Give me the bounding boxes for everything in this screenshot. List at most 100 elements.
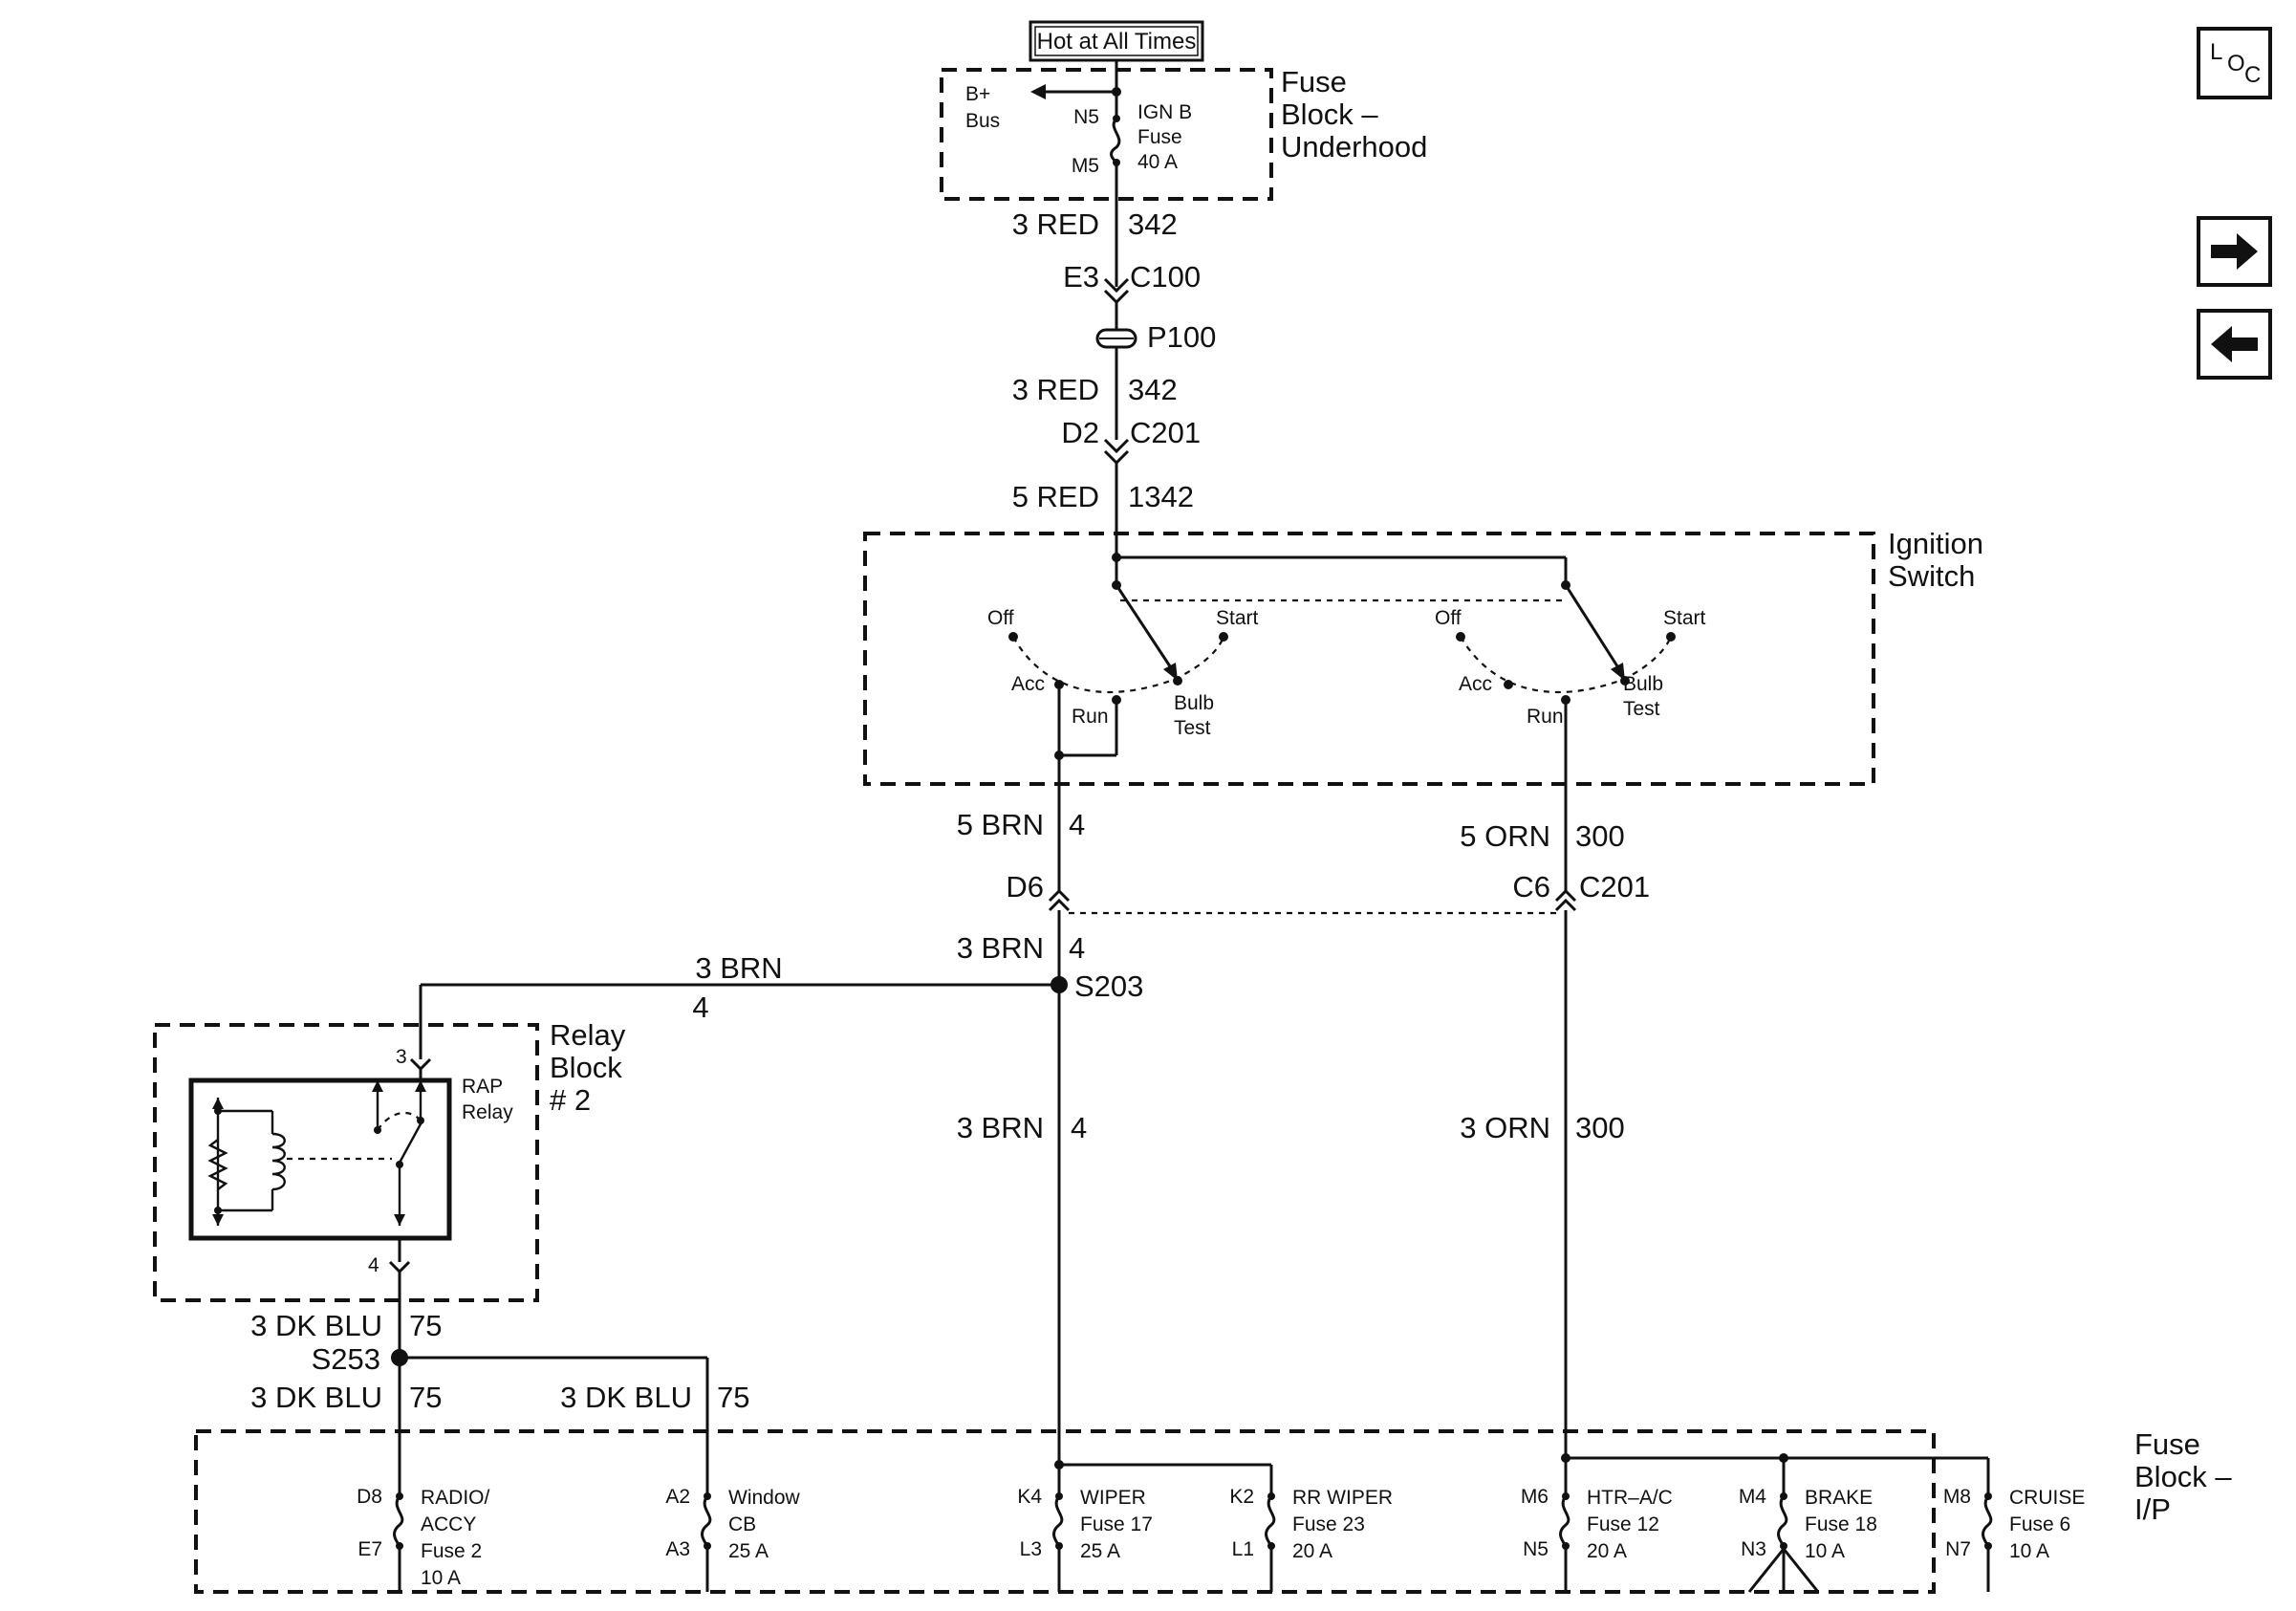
bplus-arrow-icon	[1030, 84, 1046, 99]
fuse-label-line: RR WIPER	[1292, 1487, 1393, 1509]
svg-text:75: 75	[409, 1309, 442, 1342]
svg-text:5 RED: 5 RED	[1012, 480, 1099, 513]
fuse-pin-in: M8	[1943, 1486, 1971, 1508]
fuse-label-line: ACCY	[421, 1513, 476, 1535]
svg-text:C: C	[2244, 62, 2261, 88]
svg-text:E3: E3	[1063, 260, 1099, 294]
svg-text:Off: Off	[987, 607, 1014, 629]
fuse-label-line: 25 A	[1080, 1540, 1120, 1562]
svg-text:75: 75	[717, 1381, 749, 1414]
svg-text:Test: Test	[1174, 717, 1211, 739]
fuse-symbol-icon	[701, 1495, 712, 1547]
svg-text:Off: Off	[1435, 607, 1462, 629]
fuse-pin-out: L3	[1020, 1538, 1042, 1560]
prev-page-button[interactable]	[2197, 309, 2272, 380]
fuse-label-line: Window	[728, 1487, 801, 1509]
svg-text:Relay: Relay	[462, 1101, 513, 1123]
arrow-right-icon	[2211, 233, 2258, 270]
fuse-pin-in: D8	[357, 1486, 382, 1508]
fuse-block-underhood-box	[940, 68, 1273, 201]
svg-text:M5: M5	[1072, 155, 1099, 177]
svg-text:75: 75	[409, 1381, 442, 1414]
svg-text:4: 4	[1069, 808, 1085, 841]
svg-text:Test: Test	[1623, 698, 1660, 720]
switch-right-contact-arrow-icon	[1611, 663, 1625, 681]
svg-text:Fuse: Fuse	[1281, 65, 1347, 98]
svg-text:C100: C100	[1130, 260, 1201, 294]
fuse-symbol-icon	[393, 1495, 404, 1547]
fuse-pin-out: E7	[357, 1538, 382, 1560]
fuse-pin-out: N5	[1523, 1538, 1549, 1560]
fuse-block-underhood-title: Fuse Block – Underhood	[1281, 65, 1427, 163]
fuse-symbol-icon	[1982, 1495, 1993, 1547]
svg-text:D2: D2	[1061, 416, 1099, 449]
svg-text:D6: D6	[1006, 870, 1044, 903]
p100-passthrough-icon	[1095, 328, 1137, 349]
svg-text:C201: C201	[1579, 870, 1650, 903]
svg-text:S253: S253	[312, 1342, 380, 1376]
fuse-block-ip-box	[194, 1429, 1936, 1594]
arrow-left-icon	[2211, 326, 2258, 362]
ignition-switch-title: Ignition Switch	[1888, 527, 1983, 593]
svg-text:Start: Start	[1216, 607, 1259, 629]
svg-text:Relay: Relay	[550, 1018, 626, 1052]
relay-block-box	[153, 1023, 539, 1302]
svg-text:40 A: 40 A	[1137, 151, 1178, 173]
svg-text:3 ORN: 3 ORN	[1460, 1111, 1550, 1144]
svg-text:Fuse: Fuse	[2134, 1427, 2200, 1461]
fuse-symbol-icon	[1559, 1495, 1570, 1547]
fuse-label-line: HTR–A/C	[1587, 1487, 1673, 1509]
svg-text:5 ORN: 5 ORN	[1460, 819, 1550, 853]
svg-text:S203: S203	[1074, 969, 1143, 1003]
svg-text:Block: Block	[550, 1051, 622, 1084]
svg-text:Run: Run	[1527, 706, 1564, 728]
svg-text:# 2: # 2	[550, 1083, 591, 1117]
svg-text:Start: Start	[1663, 607, 1706, 629]
svg-text:N5: N5	[1073, 106, 1099, 128]
svg-text:342: 342	[1128, 207, 1178, 241]
fuse-label-line: Fuse 18	[1805, 1513, 1877, 1535]
svg-text:3 BRN: 3 BRN	[957, 931, 1044, 965]
svg-text:Acc: Acc	[1459, 673, 1492, 695]
svg-text:Hot at All Times: Hot at All Times	[1037, 29, 1197, 54]
c201-c6-connector-icon	[1554, 888, 1577, 912]
fuse-symbol-icon	[1265, 1495, 1276, 1547]
switch-left-contact-arrow-icon	[1163, 663, 1178, 681]
fuse-label-line: Fuse 23	[1292, 1513, 1365, 1535]
fuse-pin-out: L1	[1232, 1538, 1254, 1560]
hot-at-all-times-label: Hot at All Times	[1029, 20, 1204, 62]
relay-pin3-connector-icon	[409, 1057, 432, 1072]
next-page-button[interactable]	[2197, 216, 2272, 287]
svg-text:4: 4	[1069, 931, 1085, 965]
svg-text:3 RED: 3 RED	[1012, 207, 1099, 241]
fuse-label-line: RADIO/	[421, 1487, 490, 1509]
fuse-label-line: 10 A	[1805, 1540, 1845, 1562]
svg-text:Block –: Block –	[1281, 98, 1378, 131]
svg-text:342: 342	[1128, 373, 1178, 406]
svg-text:I/P: I/P	[2134, 1492, 2171, 1526]
svg-text:5 BRN: 5 BRN	[957, 808, 1044, 841]
svg-text:Block –: Block –	[2134, 1460, 2232, 1493]
svg-text:RAP: RAP	[462, 1076, 503, 1098]
fuse-label-line: 10 A	[2009, 1540, 2049, 1562]
fuse-block-ip-title: Fuse Block – I/P	[2134, 1427, 2232, 1526]
svg-text:Run: Run	[1072, 706, 1109, 728]
svg-text:O: O	[2227, 51, 2245, 76]
fuse-pin-in: K2	[1229, 1486, 1254, 1508]
svg-text:3 DK BLU: 3 DK BLU	[250, 1309, 382, 1342]
svg-text:Ignition: Ignition	[1888, 527, 1983, 560]
svg-text:3 DK BLU: 3 DK BLU	[250, 1381, 382, 1414]
svg-text:3 DK BLU: 3 DK BLU	[560, 1381, 692, 1414]
fuse-label-line: CB	[728, 1513, 756, 1535]
svg-text:4: 4	[368, 1254, 379, 1276]
relay-block-title: Relay Block # 2	[550, 1018, 626, 1117]
svg-text:Fuse: Fuse	[1137, 126, 1182, 148]
loc-button[interactable]: L O C	[2197, 27, 2272, 99]
